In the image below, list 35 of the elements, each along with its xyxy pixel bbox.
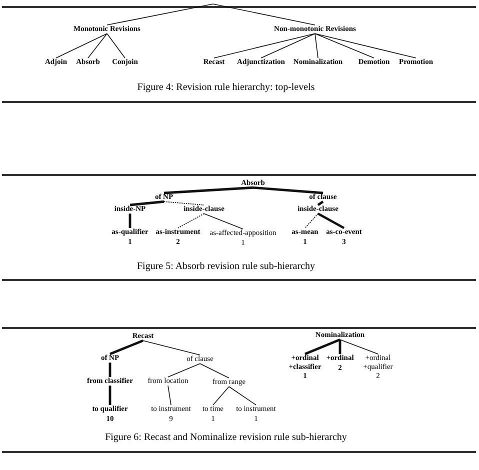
tree-branch xyxy=(164,201,204,206)
tree-branch xyxy=(317,212,345,230)
tree-branch xyxy=(56,33,108,58)
tree-branch xyxy=(212,4,316,26)
tree-branch xyxy=(252,186,324,194)
tree-branch xyxy=(338,340,342,354)
tree-branch xyxy=(314,33,374,58)
tree-branch xyxy=(168,385,172,406)
tree-branch xyxy=(314,33,416,58)
figure-caption: Figure 5: Absorb revision rule sub-hierarchy xyxy=(136,260,316,274)
figure-caption: Figure 6: Recast and Nominalize revision rule sub-hierarchy xyxy=(105,431,347,445)
tree-branch xyxy=(214,33,316,58)
tree-branch xyxy=(108,386,112,405)
tree-branch xyxy=(130,200,164,206)
figure-caption: Figure 4: Revision rule hierarchy: top-levels xyxy=(137,81,315,95)
tree-branch xyxy=(304,213,318,228)
tree-branch xyxy=(168,363,200,378)
tree-branch xyxy=(110,340,144,356)
tree-branch xyxy=(304,338,340,356)
tree-branch xyxy=(317,200,324,206)
tree-branch xyxy=(164,186,254,194)
tree-branch xyxy=(142,340,200,356)
tree-branch xyxy=(212,386,230,406)
tree-branch xyxy=(200,363,230,378)
tree-branch xyxy=(128,214,132,228)
tree-branch xyxy=(228,386,256,406)
tree-branch xyxy=(106,33,126,58)
tree-branch xyxy=(314,33,318,58)
tree-branch xyxy=(108,362,112,377)
tree-branch xyxy=(178,213,204,228)
tree-branch xyxy=(204,213,244,230)
tree-branch xyxy=(260,33,316,58)
tree-branch xyxy=(340,339,378,354)
tree-branch xyxy=(106,4,214,26)
tree-branch xyxy=(88,33,108,58)
